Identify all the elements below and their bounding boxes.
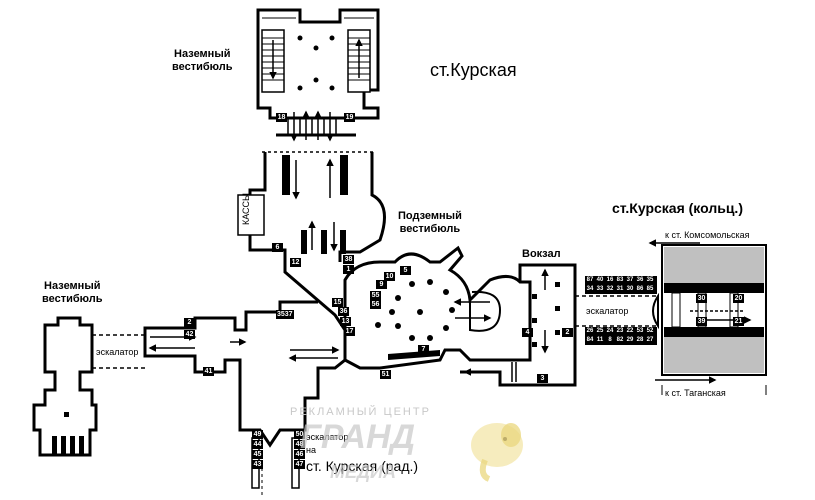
ring-exit-number: 30 <box>626 286 634 292</box>
ring-exit-number: 87 <box>586 277 594 283</box>
ring-exit-number: 37 <box>626 277 634 283</box>
central-hall-arrows <box>148 333 340 362</box>
ring-exit-number: 86 <box>636 286 644 292</box>
north-ground-vestibule-label: Наземный вестибюль <box>172 48 233 73</box>
watermark-line1: РЕКЛАМНЫЙ ЦЕНТР <box>290 406 431 418</box>
west-ground-vestibule <box>32 316 145 457</box>
exit-badge: 36 <box>338 307 349 316</box>
exit-badge: 13 <box>340 317 351 326</box>
exit-badge: 5 <box>400 266 411 275</box>
passage-escalators <box>282 155 348 254</box>
ring-station <box>648 239 767 395</box>
north-vestibule-doors <box>276 110 356 142</box>
station-hall <box>460 263 577 387</box>
exit-badge: 38 <box>343 255 354 264</box>
ring-exit-number: 26 <box>586 328 594 334</box>
exit-badge: 20 <box>733 294 744 303</box>
exit-badge: 4 <box>522 328 533 337</box>
ring-exit-number: 24 <box>606 328 614 334</box>
ring-escalator-label: эскалатор <box>586 306 629 316</box>
underground-vestibule-label: Подземный вестибюль <box>398 210 462 235</box>
exit-badge: 12 <box>290 258 301 267</box>
watermark-line2: ГРАНД <box>300 418 416 456</box>
ring-exit-number: 34 <box>586 286 594 292</box>
exit-badge: 2 <box>184 318 195 327</box>
exit-badge: 18 <box>276 113 287 122</box>
ring-exit-number: 27 <box>646 337 654 343</box>
exit-badge: 47 <box>294 460 305 469</box>
to-komsomolskaya-label: к ст. Комсомольская <box>665 230 750 240</box>
central-hall <box>143 262 347 448</box>
north-vestibule-stairs <box>261 29 371 93</box>
ring-exit-number: 32 <box>606 286 614 292</box>
exit-badge: 49 <box>252 430 263 439</box>
exit-badge: 17 <box>344 327 355 336</box>
north-passage <box>248 151 386 262</box>
exit-badge: 15 <box>332 298 343 307</box>
ring-exit-number: 23 <box>616 328 624 334</box>
ring-exit-number: 33 <box>596 286 604 292</box>
rotunda-bench <box>388 350 440 360</box>
exit-badge: 41 <box>203 367 214 376</box>
exit-badge: 1 <box>343 265 354 274</box>
exit-badge: 19 <box>344 113 355 122</box>
ring-exit-number: 28 <box>636 337 644 343</box>
west-escalator-label: эскалатор <box>96 347 139 357</box>
exit-badge: 30 <box>696 294 707 303</box>
exit-badge: 50 <box>294 430 305 439</box>
radial-escalator-label-2: на <box>306 445 316 455</box>
ring-exit-number: 35 <box>646 277 654 283</box>
exit-badge: 10 <box>384 272 395 281</box>
radial-station-label: ст. Курская (рад.) <box>306 458 419 474</box>
ring-exit-number: 25 <box>596 328 604 334</box>
exit-badge: 55 <box>370 291 381 300</box>
watermark-line3: МЕДИА <box>330 462 396 482</box>
exit-badge: 2 <box>562 328 573 337</box>
exit-badge: 39 <box>696 317 707 326</box>
ring-exit-number: 84 <box>586 337 594 343</box>
exit-badge: 48 <box>294 440 305 449</box>
exit-badge: 44 <box>252 440 263 449</box>
kassy-label: КАССЫ <box>241 192 251 225</box>
ring-exit-number: 52 <box>646 328 654 334</box>
radial-escalator-label: эскалатор <box>306 432 349 442</box>
ring-exit-number: 82 <box>616 337 624 343</box>
station-hall-label: Вокзал <box>522 248 561 260</box>
exit-badge: 46 <box>294 450 305 459</box>
exit-badge: 9 <box>376 280 387 289</box>
west-vestibule-stairs <box>52 412 84 456</box>
west-ground-vestibule-label: Наземный вестибюль <box>42 280 103 305</box>
ring-exit-number: 8 <box>608 337 612 343</box>
kassy-booth <box>237 194 265 236</box>
ring-exit-number: 53 <box>636 328 644 334</box>
exit-badge: 56 <box>370 300 381 309</box>
rotunda-columns <box>375 279 455 341</box>
watermark-mammoth-logo <box>471 423 523 482</box>
station-hall-columns <box>532 282 560 347</box>
ring-station-label: ст.Курская (кольц.) <box>612 200 743 216</box>
exit-badge: 43 <box>252 460 263 469</box>
ring-exit-number: 29 <box>626 337 634 343</box>
ring-exit-number: 36 <box>636 277 644 283</box>
exit-badge: 7 <box>418 345 429 354</box>
station-title: ст.Курская <box>430 60 517 80</box>
to-taganskaya-label: к ст. Таганская <box>665 388 726 398</box>
exit-badge: 45 <box>252 450 263 459</box>
ring-exit-number: 31 <box>616 286 624 292</box>
ring-exit-number: 11 <box>596 337 604 343</box>
ring-exit-number: 40 <box>596 277 604 283</box>
exit-badge: 51 <box>380 370 391 379</box>
exit-badge: 3537 <box>276 310 294 319</box>
ring-exit-number: 16 <box>606 277 614 283</box>
ring-exit-number: 85 <box>646 286 654 292</box>
ring-exit-number: 22 <box>626 328 634 334</box>
exit-badge: 42 <box>184 330 195 339</box>
exit-badge: 21 <box>733 317 744 326</box>
exit-badge: 6 <box>272 243 283 252</box>
ring-exit-number: 83 <box>616 277 624 283</box>
exit-badge: 3 <box>537 374 548 383</box>
